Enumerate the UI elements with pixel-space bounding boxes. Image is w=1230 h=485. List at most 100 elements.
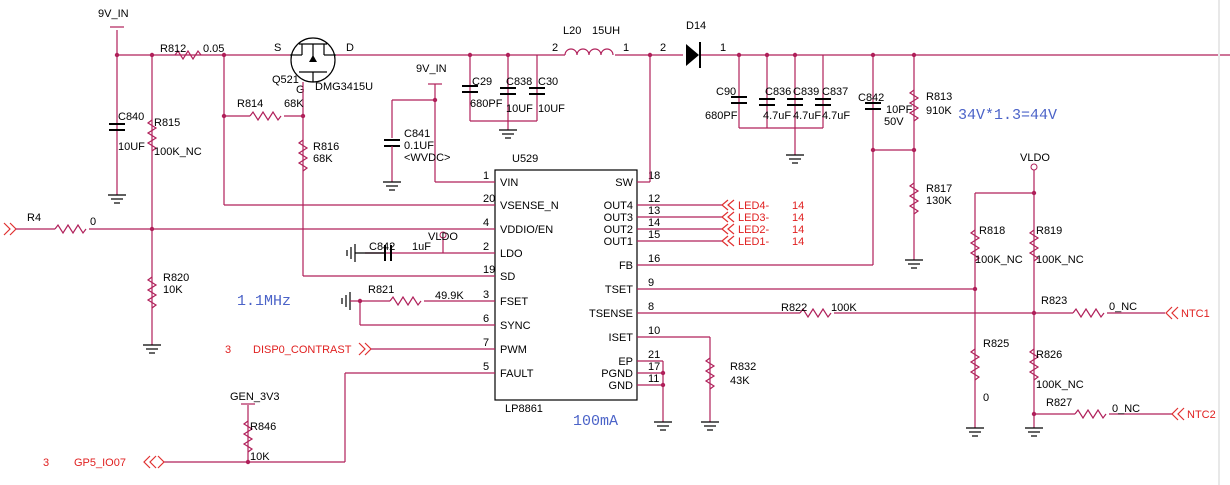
r832-value: 43K	[730, 375, 750, 387]
disp-sheet-num: 3	[225, 344, 231, 356]
r814-value: 68K	[284, 98, 304, 110]
d14-label: D14	[686, 20, 706, 32]
r846-label: R846	[250, 421, 276, 433]
junction	[114, 52, 120, 58]
ic-pin-name: VIN	[500, 177, 518, 189]
junction	[736, 52, 742, 58]
led-port-arrow[interactable]	[721, 223, 735, 235]
net-ntc1: NTC1	[1181, 308, 1210, 320]
ic-pin-number: 15	[648, 229, 660, 241]
led-port-arrow[interactable]	[721, 211, 735, 223]
junction	[432, 97, 438, 103]
ntc1-port-arrow[interactable]	[1165, 306, 1179, 320]
net-ntc2: NTC2	[1187, 409, 1216, 421]
r820-value: 10K	[163, 284, 183, 296]
c836-label: C836	[765, 86, 791, 98]
r826-resistor	[1028, 348, 1040, 381]
junction	[357, 298, 363, 304]
r821-value: 49.9K	[435, 290, 464, 302]
c837-value: 4.7uF	[822, 110, 850, 122]
junction	[792, 52, 798, 58]
ic-pin-number: 11	[648, 373, 659, 385]
ground-symbol	[107, 194, 127, 204]
c840-value: 10UF	[118, 141, 145, 153]
r825-label: R825	[983, 338, 1009, 350]
led-sheet-num: 14	[792, 212, 804, 224]
ic-pin-name: FB	[619, 260, 633, 272]
c30-value: 10UF	[538, 103, 565, 115]
ic-pin-number: 18	[648, 170, 660, 182]
r814-label: R814	[237, 98, 263, 110]
junction	[505, 52, 511, 58]
r820-label: R820	[163, 272, 189, 284]
c30-label: C30	[538, 76, 558, 88]
junction	[1031, 411, 1037, 417]
d14-pin2: 2	[660, 42, 666, 54]
c838-value: 10UF	[506, 103, 533, 115]
boost-note: 34V*1.3=44V	[958, 107, 1057, 124]
ic-pin-number: 14	[648, 217, 660, 229]
r815-resistor	[146, 119, 158, 152]
ic-pin-name: PWM	[500, 344, 527, 356]
led-net-name: LED4-	[738, 200, 770, 212]
ground-symbol	[904, 259, 924, 269]
c839-label: C839	[793, 86, 819, 98]
led-net-name: LED1-	[738, 236, 770, 248]
r821-label: R821	[368, 284, 394, 296]
r819-label: R819	[1036, 225, 1062, 237]
ntc2-port-arrow[interactable]	[1171, 407, 1185, 421]
net-vldo-right: VLDO	[1020, 152, 1050, 164]
r4-resistor	[54, 223, 87, 235]
r827-resistor	[1074, 408, 1107, 420]
r816-label: R816	[313, 141, 339, 153]
gp5-port-arrow[interactable]	[143, 455, 165, 469]
r812-value: 0.05	[203, 43, 224, 55]
junction	[300, 113, 306, 119]
ic-pin-number: 20	[483, 193, 495, 205]
ic-pin-name: OUT3	[604, 212, 633, 224]
ic-pin-name: GND	[609, 380, 634, 392]
net-gp5-io07: GP5_IO07	[74, 457, 126, 469]
l20-inductor	[564, 48, 614, 56]
r812-label: R812	[160, 43, 186, 55]
c841-value: 0.1UF	[404, 140, 434, 152]
junction	[1031, 310, 1037, 316]
led-port-arrow[interactable]	[721, 235, 735, 247]
l20-value: 15UH	[592, 25, 620, 37]
c29-value: 680PF	[470, 98, 503, 110]
led-net-name: LED3-	[738, 212, 770, 224]
net-disp0-contrast: DISP0_CONTRAST	[253, 344, 352, 356]
ground-symbol	[785, 154, 805, 164]
r816-value: 68K	[313, 153, 333, 165]
net-9v-in-top: 9V_IN	[98, 8, 129, 20]
r816-resistor	[297, 139, 309, 172]
r819-resistor	[1028, 229, 1040, 262]
r825-value: 0	[983, 392, 989, 404]
ic-pin-name: TSET	[605, 284, 633, 296]
ic-pin-number: 1	[483, 170, 489, 182]
junction	[870, 147, 876, 153]
pwm-port-arrow[interactable]	[358, 342, 372, 356]
r827-label: R827	[1046, 397, 1072, 409]
r823-label: R823	[1041, 295, 1067, 307]
led-sheet-num: 14	[792, 224, 804, 236]
q521-gate: G	[296, 84, 305, 96]
ic-pin-name: SD	[500, 271, 515, 283]
r813-resistor	[908, 89, 920, 122]
c842-ldo-label: C842	[369, 241, 395, 253]
vldo-port	[439, 231, 447, 239]
r822-resistor	[799, 307, 832, 319]
led-sheet-num: 14	[792, 236, 804, 248]
ic-pin-number: 13	[648, 205, 660, 217]
led-sheet-num: 14	[792, 200, 804, 212]
ic-left-pins: 1VIN20VSENSE_N4VDDIO/EN2LDO19SD3FSET6SYN…	[483, 170, 559, 380]
c841-label: C841	[404, 128, 430, 140]
ic-pin-number: 21	[648, 349, 660, 361]
d14-diode	[686, 44, 699, 66]
ic-pin-name: FAULT	[500, 368, 534, 380]
led-port-arrow[interactable]	[721, 199, 735, 211]
gp5-sheet-num: 3	[43, 457, 49, 469]
ic-pin-name: OUT2	[604, 224, 633, 236]
vldo-right-port	[1030, 163, 1038, 171]
